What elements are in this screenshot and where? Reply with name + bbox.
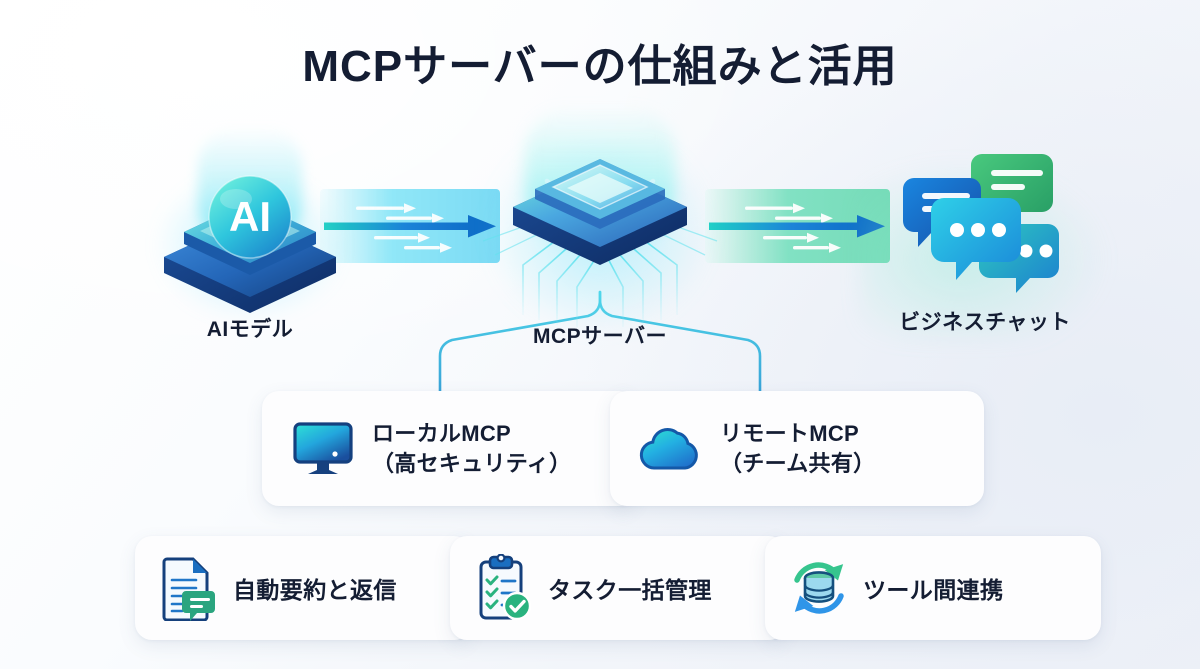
monitor-icon (284, 420, 362, 478)
connector-ai-to-mcp (320, 189, 500, 263)
document-chat-icon (153, 555, 225, 621)
card-remote-mcp-line2: （チーム共有） (720, 450, 876, 476)
node-label-business-chat: ビジネスチャット (899, 311, 1071, 334)
cpu-chip-icon (465, 115, 735, 330)
node-mcp-server[interactable]: MCPサーバー (465, 105, 735, 355)
card-auto-summary[interactable]: 自動要約と返信 (135, 536, 471, 640)
card-local-mcp-line1: ローカルMCP (372, 421, 511, 447)
clipboard-check-icon (468, 554, 540, 622)
card-remote-mcp[interactable]: リモートMCP （チーム共有） (610, 391, 984, 506)
cloud-icon (632, 424, 710, 474)
node-label-ai-model: AIモデル (206, 318, 294, 341)
arrow-band-right-icon (709, 203, 885, 253)
node-label-mcp-server: MCPサーバー (533, 325, 667, 348)
database-sync-icon (783, 556, 855, 620)
node-business-chat[interactable]: ビジネスチャット (860, 140, 1110, 345)
card-remote-mcp-text: リモートMCP （チーム共有） (720, 419, 875, 478)
ai-cube-icon: AI (140, 145, 360, 320)
connector-mcp-to-chat (705, 189, 890, 263)
svg-text:AI: AI (229, 193, 271, 240)
card-local-mcp-line2: （高セキュリティ） (372, 450, 572, 476)
card-tool-integration-label: ツール間連携 (863, 577, 1004, 603)
card-local-mcp[interactable]: ローカルMCP （高セキュリティ） (262, 391, 636, 506)
card-task-management[interactable]: タスク一括管理 (450, 536, 786, 640)
card-tool-integration[interactable]: ツール間連携 (765, 536, 1101, 640)
chat-bubbles-icon (870, 140, 1100, 315)
card-local-mcp-text: ローカルMCP （高セキュリティ） (372, 419, 571, 478)
page-title: MCPサーバーの仕組みと活用 (302, 42, 898, 91)
card-auto-summary-label: 自動要約と返信 (233, 577, 397, 603)
card-task-management-label: タスク一括管理 (548, 577, 712, 603)
node-ai-model[interactable]: AI AIモデル (140, 127, 360, 345)
arrow-band-left-icon (324, 203, 496, 253)
chat-bubble-cyan (931, 198, 1021, 280)
card-remote-mcp-line1: リモートMCP (720, 421, 859, 447)
